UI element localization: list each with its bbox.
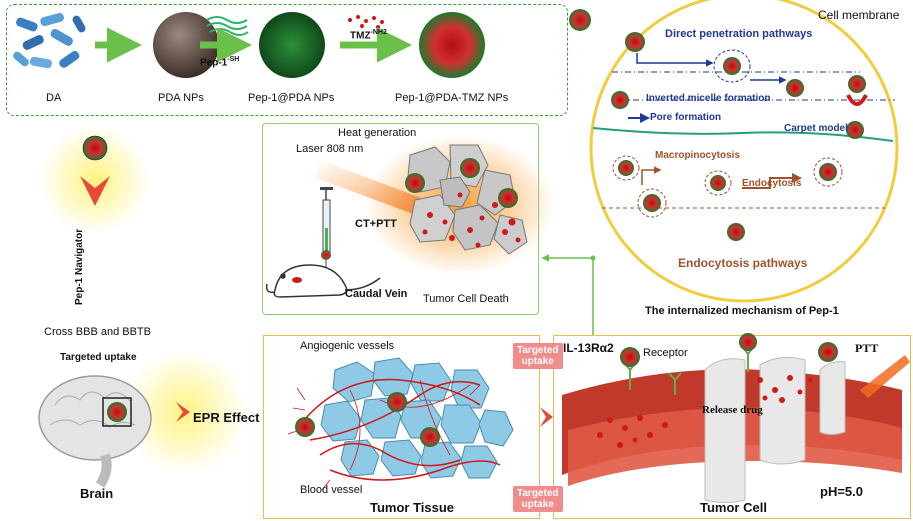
membrane-pillars — [704, 356, 846, 503]
label-laser: Laser 808 nm — [296, 143, 364, 155]
membrane-line — [592, 127, 894, 142]
navigator-np — [82, 135, 108, 161]
direct-pathways — [611, 32, 895, 139]
final-np-sphere — [419, 12, 485, 78]
label-targeted: Targeted uptake — [60, 352, 137, 363]
tumor-tissue-cells — [320, 357, 514, 479]
label-cross: Cross BBB and BBTB — [44, 326, 151, 338]
label-da: DA — [46, 92, 62, 104]
synthesis-panel — [6, 4, 568, 116]
ptt-beam — [860, 355, 910, 398]
navigator-arrow — [80, 176, 110, 206]
label-death: Tumor Cell Death — [423, 293, 509, 305]
label-tumor-tissue: Tumor Tissue — [370, 500, 455, 515]
mouse — [265, 264, 381, 298]
tumor-tissue-panel — [263, 335, 540, 519]
label-cell-membrane: Cell membrane — [818, 8, 900, 22]
label-tmz-reagent: TMZ-NH2 — [350, 29, 387, 42]
label-ctptt: CT+PTT — [355, 218, 397, 230]
mouse-tumor — [292, 277, 302, 283]
label-blood: Blood vessel — [300, 484, 363, 496]
label-inverted: Inverted micelle formation — [646, 93, 771, 104]
laser-beam — [316, 160, 440, 222]
label-receptor: Receptor — [643, 347, 688, 359]
tissue-np-1 — [295, 417, 315, 437]
label-tumor-cell: Tumor Cell — [700, 500, 767, 515]
label-ph: pH=5.0 — [820, 484, 863, 499]
tissue-np-3 — [420, 427, 440, 447]
label-release: Release drug — [702, 404, 763, 416]
label-navigator: Pep-1 Navigator — [74, 228, 85, 305]
label-heat: Heat generation — [338, 127, 417, 139]
label-pep-pda: Pep-1@PDA NPs — [248, 92, 335, 104]
label-pore: Pore formation — [650, 112, 722, 123]
tissue-np-2 — [387, 392, 407, 412]
released-drug — [597, 375, 813, 448]
brain-image — [38, 375, 152, 488]
epr-arrow — [176, 402, 190, 422]
syringe — [320, 187, 333, 268]
pda-sphere — [153, 12, 219, 78]
label-caudal: Caudal Vein — [345, 288, 408, 300]
label-pda: PDA NPs — [158, 92, 204, 104]
label-endocytosis: Endocytosis — [742, 178, 802, 189]
uptake-arrow — [540, 407, 553, 427]
blood-vessels — [287, 378, 501, 491]
cell-np-3 — [818, 342, 838, 362]
label-carpet: Carpet model — [784, 123, 848, 134]
cell-np-1 — [620, 347, 640, 367]
cell-np-2 — [739, 333, 757, 351]
label-brain: Brain — [80, 486, 114, 501]
endocytosis-pathways — [612, 155, 843, 241]
label-angio: Angiogenic vessels — [300, 340, 395, 352]
da-molecules — [13, 12, 86, 69]
label-direct: Direct penetration pathways — [665, 28, 813, 40]
navigator-glow — [40, 125, 150, 235]
tumor-cell-panel — [553, 335, 911, 519]
mechanism-circle — [589, 0, 899, 303]
label-ptt: PTT — [855, 341, 879, 355]
label-pep-reagent: Pep-1-SH — [200, 56, 240, 69]
label-epr: EPR Effect — [193, 410, 260, 425]
pep-pda-sphere — [259, 12, 325, 78]
label-il13: IL-13Rα2 — [563, 341, 614, 355]
tmz-dots — [348, 15, 384, 29]
label-macro: Macropinocytosis — [655, 150, 741, 161]
label-final-np: Pep-1@PDA-TMZ NPs — [395, 92, 509, 104]
tumor-cluster — [405, 144, 528, 255]
np-outside — [569, 9, 591, 31]
label-endo-pathways: Endocytosis pathways — [678, 256, 808, 270]
label-caption: The internalized mechanism of Pep-1 — [645, 305, 839, 317]
